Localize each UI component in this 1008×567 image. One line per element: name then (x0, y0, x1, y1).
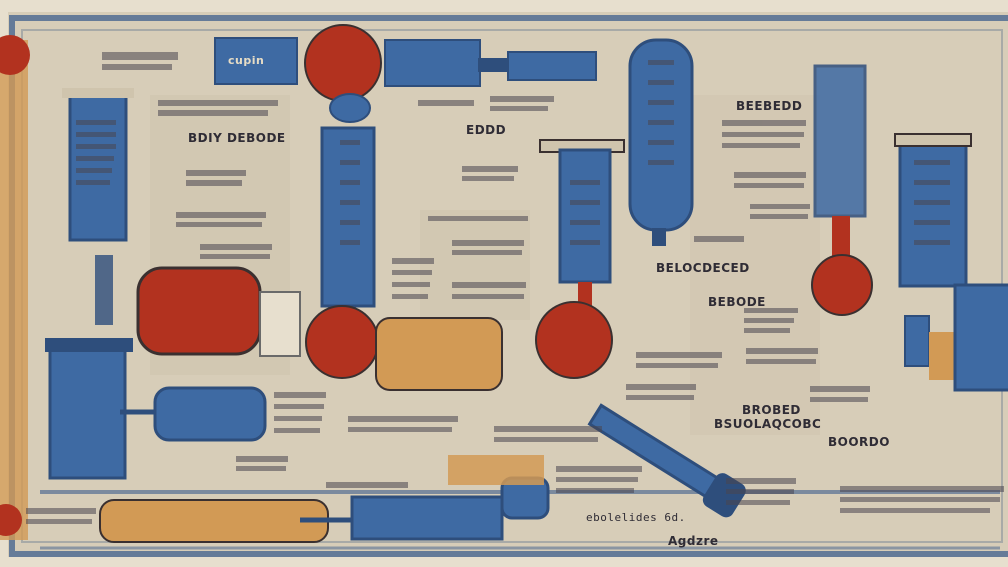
bg-panel-2 (420, 210, 530, 320)
red-disc-top-center (304, 24, 382, 102)
right-mid-heading-label: BEBODE (708, 295, 766, 309)
far-right-canister-lid (894, 133, 972, 147)
blue-tab-top-left (214, 37, 298, 85)
blue-knob-top (329, 93, 371, 123)
scribble-text-blocks (26, 52, 1004, 524)
far-right-edge-block (953, 283, 1008, 392)
red-disc-center (305, 305, 379, 379)
blue-capsule (153, 386, 267, 442)
red-disc-top-left (0, 35, 30, 75)
tall-capsule-tip (652, 228, 666, 246)
red-bulb-center (535, 301, 613, 379)
bottom-blue-bar (350, 495, 504, 541)
left-canister-lid (45, 338, 133, 352)
bottom-ochre-bar (99, 499, 329, 543)
title-block-label: BDIY DEBODE (188, 131, 286, 145)
lower-right-heading-2-label: BSUOLAQCOBC (714, 417, 822, 431)
far-right-block (904, 315, 930, 367)
tall-capsule (628, 38, 694, 232)
lower-right-heading-label: BROBED (742, 403, 801, 417)
far-right-ochre-block (929, 332, 957, 380)
mid-tube (558, 148, 612, 284)
left-canister (48, 338, 127, 480)
right-tube (813, 64, 867, 218)
right-tube-neck (832, 216, 850, 256)
ochre-capsule (375, 317, 503, 391)
blue-tab-top-right (507, 51, 597, 81)
center-tube (320, 126, 376, 308)
top-blue-tab-label: cupin (228, 54, 265, 67)
lower-right-tag-label: BOORDO (828, 435, 890, 449)
red-disc-bottom-left (0, 504, 22, 536)
right-header-label: BEEBEDD (736, 99, 803, 113)
blue-bar-connector (478, 58, 508, 72)
center-word-label: EDDD (466, 123, 507, 137)
red-bulb-right (811, 254, 873, 316)
left-tube-stem (95, 255, 113, 325)
left-ochre-strip (0, 40, 28, 540)
left-tube (68, 88, 128, 242)
red-pill (136, 266, 262, 356)
bottom-ochre-tag (448, 455, 544, 485)
diagonal-tool (587, 403, 746, 518)
bg-panel-3 (690, 95, 820, 435)
left-tube-cap (62, 88, 134, 98)
blue-bar-top (384, 39, 481, 87)
signature-label: Agdzre (668, 534, 719, 548)
middle-heading-label: BELOCDECED (656, 261, 750, 275)
bottom-text-label: ebolelides 6d. (586, 511, 686, 524)
red-pill-clip (259, 291, 301, 357)
